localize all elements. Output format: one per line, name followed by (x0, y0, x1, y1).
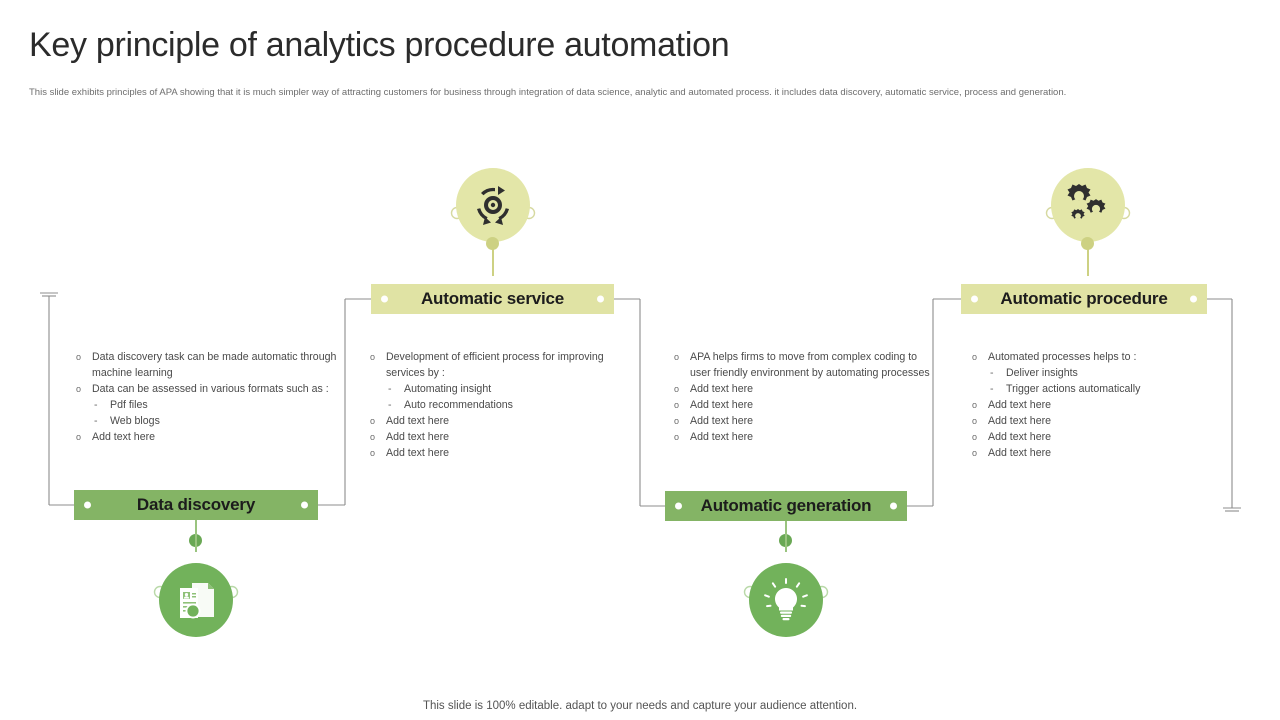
bullet-item: Data discovery task can be made automati… (74, 349, 339, 381)
bullet-item: Add text here (368, 445, 633, 461)
icon-node-data-discovery (148, 518, 244, 648)
lightbulb-icon (764, 578, 808, 621)
bullet-item: Auto recommendations (368, 397, 633, 413)
bullet-items: Automated processes helps to :Deliver in… (970, 349, 1235, 461)
stem-line (492, 242, 494, 276)
icon-circle (749, 563, 823, 637)
bullet-item: Development of efficient process for imp… (368, 349, 633, 381)
node-banner-automatic-generation[interactable]: Automatic generation (665, 491, 907, 521)
bullet-item: Add text here (672, 397, 930, 413)
bullet-list-automatic-generation: APA helps firms to move from complex cod… (672, 349, 930, 445)
bullet-list-automatic-service: Development of efficient process for imp… (368, 349, 633, 461)
bullet-item: APA helps firms to move from complex cod… (672, 349, 930, 381)
icon-circle (1051, 168, 1125, 242)
bullet-list-data-discovery: Data discovery task can be made automati… (74, 349, 339, 445)
bullet-item: Add text here (970, 429, 1235, 445)
bullet-items: APA helps firms to move from complex cod… (672, 349, 930, 445)
slide-footer-note: This slide is 100% editable. adapt to yo… (422, 700, 858, 712)
bullet-item: Add text here (672, 413, 930, 429)
node-label: Automatic procedure (1000, 289, 1168, 308)
bullet-item: Automated processes helps to : (970, 349, 1235, 365)
node-label: Automatic service (420, 289, 565, 308)
bullet-item: Trigger actions automatically (970, 381, 1235, 397)
bullet-item: Add text here (74, 429, 339, 445)
stem-line (195, 518, 197, 552)
stem-line (1087, 242, 1089, 276)
bullet-item: Automating insight (368, 381, 633, 397)
node-banner-automatic-service[interactable]: Automatic service (371, 284, 614, 314)
bullet-item: Add text here (970, 397, 1235, 413)
node-banner-data-discovery[interactable]: Data discovery (74, 490, 318, 520)
icon-node-automatic-generation (738, 518, 834, 648)
banner-dot-right (890, 502, 897, 510)
banner-dot-left (675, 502, 682, 510)
stem-line (785, 518, 787, 552)
node-label: Automatic generation (700, 496, 872, 515)
icon-circle (456, 168, 530, 242)
document-profile-icon (180, 583, 214, 619)
bullet-item: Add text here (368, 413, 633, 429)
bullet-item: Web blogs (74, 413, 339, 429)
slide-description: This slide exhibits principles of APA sh… (29, 87, 1067, 98)
circular-arrows-gear-icon (477, 186, 509, 225)
banner-dot-left (84, 501, 91, 509)
page-title: Key principle of analytics procedure aut… (29, 26, 730, 64)
banner-dot-right (1190, 295, 1197, 303)
node-banner-automatic-procedure[interactable]: Automatic procedure (961, 284, 1207, 314)
banner-dot-right (301, 501, 308, 509)
banner-dot-left (971, 295, 978, 303)
node-label: Data discovery (136, 495, 256, 514)
icon-node-automatic-service (445, 157, 541, 276)
bullet-item: Add text here (368, 429, 633, 445)
icon-node-automatic-procedure (1040, 157, 1136, 276)
bullet-item: Add text here (970, 413, 1235, 429)
bullet-list-automatic-procedure: Automated processes helps to :Deliver in… (970, 349, 1235, 461)
bullet-item: Pdf files (74, 397, 339, 413)
bullet-item: Add text here (672, 429, 930, 445)
bullet-item: Add text here (970, 445, 1235, 461)
gears-icon (1067, 184, 1106, 219)
icon-circle (159, 563, 233, 637)
bullet-item: Add text here (672, 381, 930, 397)
bullet-items: Data discovery task can be made automati… (74, 349, 339, 445)
bullet-items: Development of efficient process for imp… (368, 349, 633, 461)
banner-dot-right (597, 295, 604, 303)
bullet-item: Data can be assessed in various formats … (74, 381, 339, 397)
banner-dot-left (381, 295, 388, 303)
bullet-item: Deliver insights (970, 365, 1235, 381)
